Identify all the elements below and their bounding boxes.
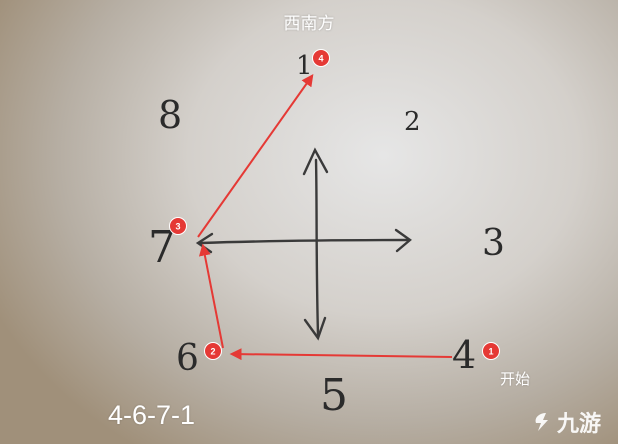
horizontal-axis xyxy=(198,238,410,245)
arrow-4-to-6 xyxy=(229,348,453,361)
watermark-text: 九游 xyxy=(557,411,602,436)
number-8: 8 xyxy=(158,93,182,137)
number-3: 3 xyxy=(482,223,505,264)
sequence-label: 4-6-7-1 xyxy=(108,400,196,430)
right-arrowhead xyxy=(394,228,412,253)
watermark: 九游 xyxy=(530,406,601,438)
watermark-logo-icon xyxy=(535,413,548,431)
step-badge-1: 1 xyxy=(482,342,500,360)
number-6: 6 xyxy=(176,338,199,379)
position-numbers: 1 2 3 4 5 6 7 8 xyxy=(148,51,505,421)
step-badge-4: 4 xyxy=(312,49,330,67)
direction-title: 西南方 xyxy=(283,14,335,33)
step-badge-2: 2 xyxy=(204,342,222,360)
up-arrowhead xyxy=(302,147,329,176)
number-5: 5 xyxy=(320,370,348,421)
cross-axes xyxy=(195,147,412,341)
route-arrows xyxy=(197,74,453,361)
number-4: 4 xyxy=(452,333,476,377)
number-1: 1 xyxy=(296,51,313,81)
vertical-axis xyxy=(314,158,320,337)
svg-text:2: 2 xyxy=(210,347,215,357)
down-arrowhead xyxy=(303,316,327,341)
step-badge-3: 3 xyxy=(169,217,187,235)
step-badges: 1 2 3 4 xyxy=(169,49,500,360)
svg-text:4: 4 xyxy=(318,54,323,64)
arrow-6-to-7 xyxy=(198,243,224,349)
number-2: 2 xyxy=(404,107,421,137)
start-label: 开始 xyxy=(500,371,531,388)
svg-text:3: 3 xyxy=(175,222,180,232)
svg-text:1: 1 xyxy=(488,347,493,357)
arrow-7-to-1 xyxy=(197,74,314,238)
